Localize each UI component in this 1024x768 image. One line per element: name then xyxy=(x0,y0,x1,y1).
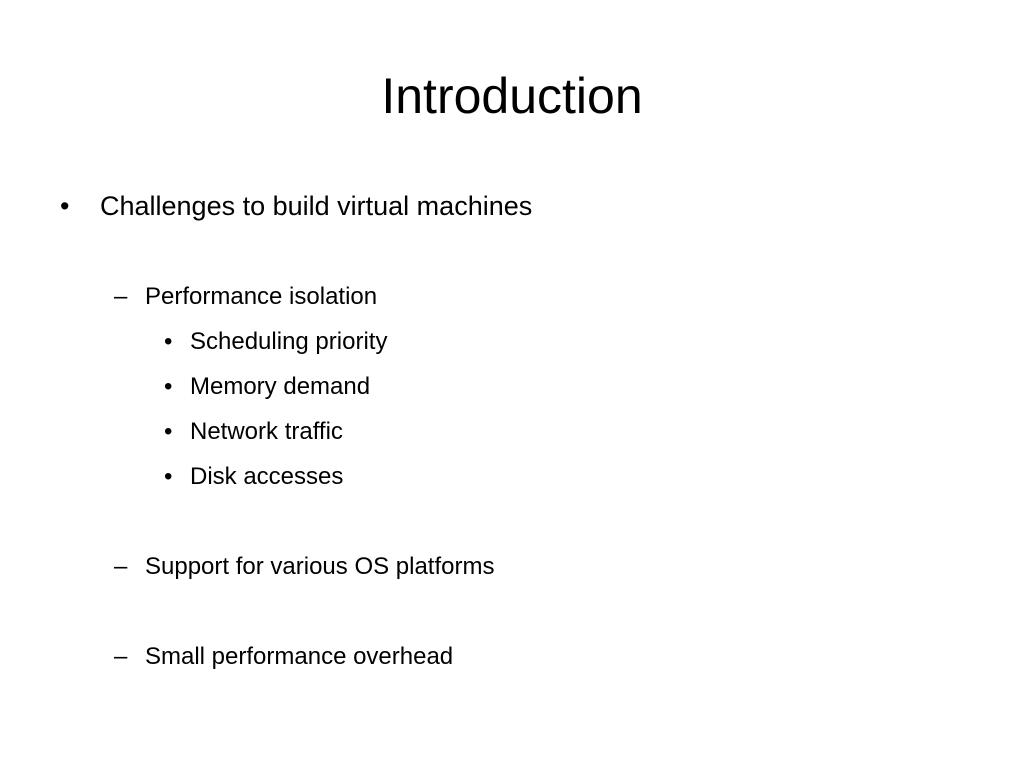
isolation-point-text: Scheduling priority xyxy=(190,328,388,355)
bullet-text: Challenges to build virtual machines xyxy=(100,191,533,221)
bullet-marker: • xyxy=(60,191,70,221)
dash-marker: – xyxy=(114,553,128,580)
bullet-marker: • xyxy=(164,463,173,490)
bullet-marker: • xyxy=(164,373,173,400)
dash-marker: – xyxy=(114,283,128,310)
dash-marker: – xyxy=(114,643,128,670)
isolation-point-text: Network traffic xyxy=(190,418,343,445)
isolation-point-text: Memory demand xyxy=(190,373,371,400)
slide-title: Introduction xyxy=(381,68,643,124)
isolation-point-text: Disk accesses xyxy=(190,463,344,490)
bullet-marker: • xyxy=(164,328,173,355)
sub-item-text: Small performance overhead xyxy=(145,643,454,670)
bullet-marker: • xyxy=(164,418,173,445)
sub-item-text: Support for various OS platforms xyxy=(145,553,495,580)
sub-item-text: Performance isolation xyxy=(145,283,378,310)
